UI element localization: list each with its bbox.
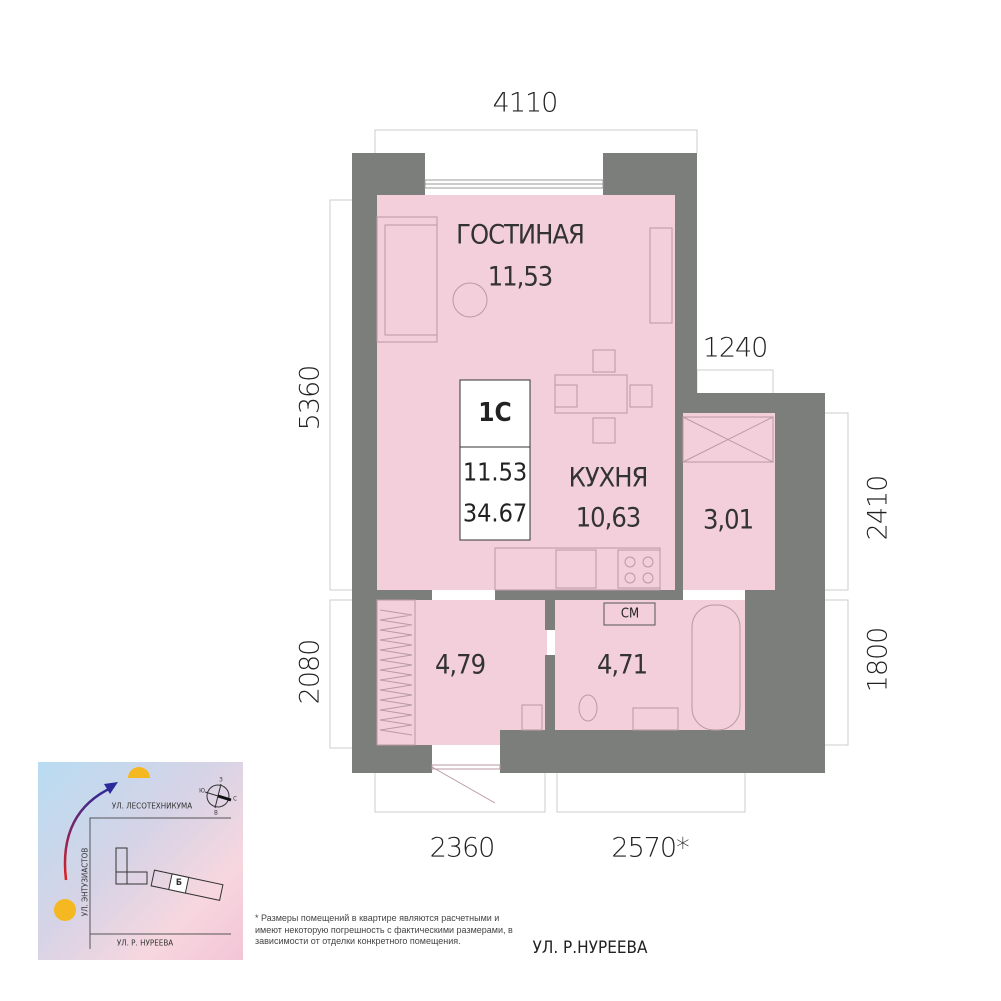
map-street-west: УЛ. ЭНТУЗИАСТОВ bbox=[80, 847, 90, 917]
walls bbox=[352, 153, 825, 773]
compass-n: З bbox=[219, 776, 223, 784]
map-street-north: УЛ. ЛЕСОТЕХНИКУМА bbox=[111, 801, 193, 811]
storage-area: 3,01 bbox=[702, 504, 754, 536]
site-map: УЛ. ЛЕСОТЕХНИКУМА УЛ. ЭНТУЗИАСТОВ УЛ. Р.… bbox=[38, 762, 243, 960]
total-area-value: 34.67 bbox=[462, 498, 528, 528]
site-border bbox=[89, 817, 231, 949]
kitchen-area: 10,63 bbox=[575, 502, 642, 534]
site-map-drawing bbox=[54, 767, 232, 949]
dim-right-lower: 1800 bbox=[862, 627, 894, 693]
sun-rising-icon bbox=[54, 899, 76, 921]
dimension-lines bbox=[329, 129, 849, 813]
kitchen-name: КУХНЯ bbox=[568, 462, 649, 494]
map-street-south: УЛ. Р. НУРЕЕВА bbox=[116, 938, 174, 948]
dim-bottom-right: 2570* bbox=[611, 832, 689, 864]
apartment-badge-box bbox=[459, 379, 531, 541]
compass-s: В bbox=[214, 809, 218, 817]
dim-right-upper: 2410 bbox=[862, 475, 894, 541]
sun-setting-icon bbox=[128, 767, 150, 778]
arrow-head-icon bbox=[104, 782, 118, 794]
hall-area: 4,79 bbox=[434, 649, 486, 681]
living-area-value: 11.53 bbox=[462, 457, 528, 487]
apartment-type: 1С bbox=[478, 398, 512, 428]
window bbox=[424, 179, 604, 189]
bathroom-area: 4,71 bbox=[596, 649, 648, 681]
dim-left-upper: 5360 bbox=[294, 365, 326, 431]
compass-e: С bbox=[233, 795, 237, 803]
sun-path-arrow bbox=[63, 785, 114, 881]
compass-icon bbox=[204, 783, 232, 809]
washer-box bbox=[603, 602, 656, 626]
washer-label: СМ bbox=[620, 606, 640, 622]
buildings bbox=[115, 847, 224, 901]
living-room-name: ГОСТИНАЯ bbox=[456, 219, 585, 251]
compass-w: Ю bbox=[199, 787, 205, 795]
dim-right-mid: 1240 bbox=[702, 332, 769, 364]
dim-left-lower: 2080 bbox=[294, 639, 326, 705]
living-room-area: 11,53 bbox=[487, 261, 554, 293]
furniture bbox=[376, 216, 774, 804]
dim-top: 4110 bbox=[492, 87, 559, 119]
street-label: УЛ. Р.НУРЕЕВА bbox=[532, 938, 648, 958]
map-building-label: Б bbox=[175, 878, 183, 888]
dim-bottom-left: 2360 bbox=[429, 832, 496, 864]
footnote: * Размеры помещений в квартире являются … bbox=[255, 913, 513, 946]
